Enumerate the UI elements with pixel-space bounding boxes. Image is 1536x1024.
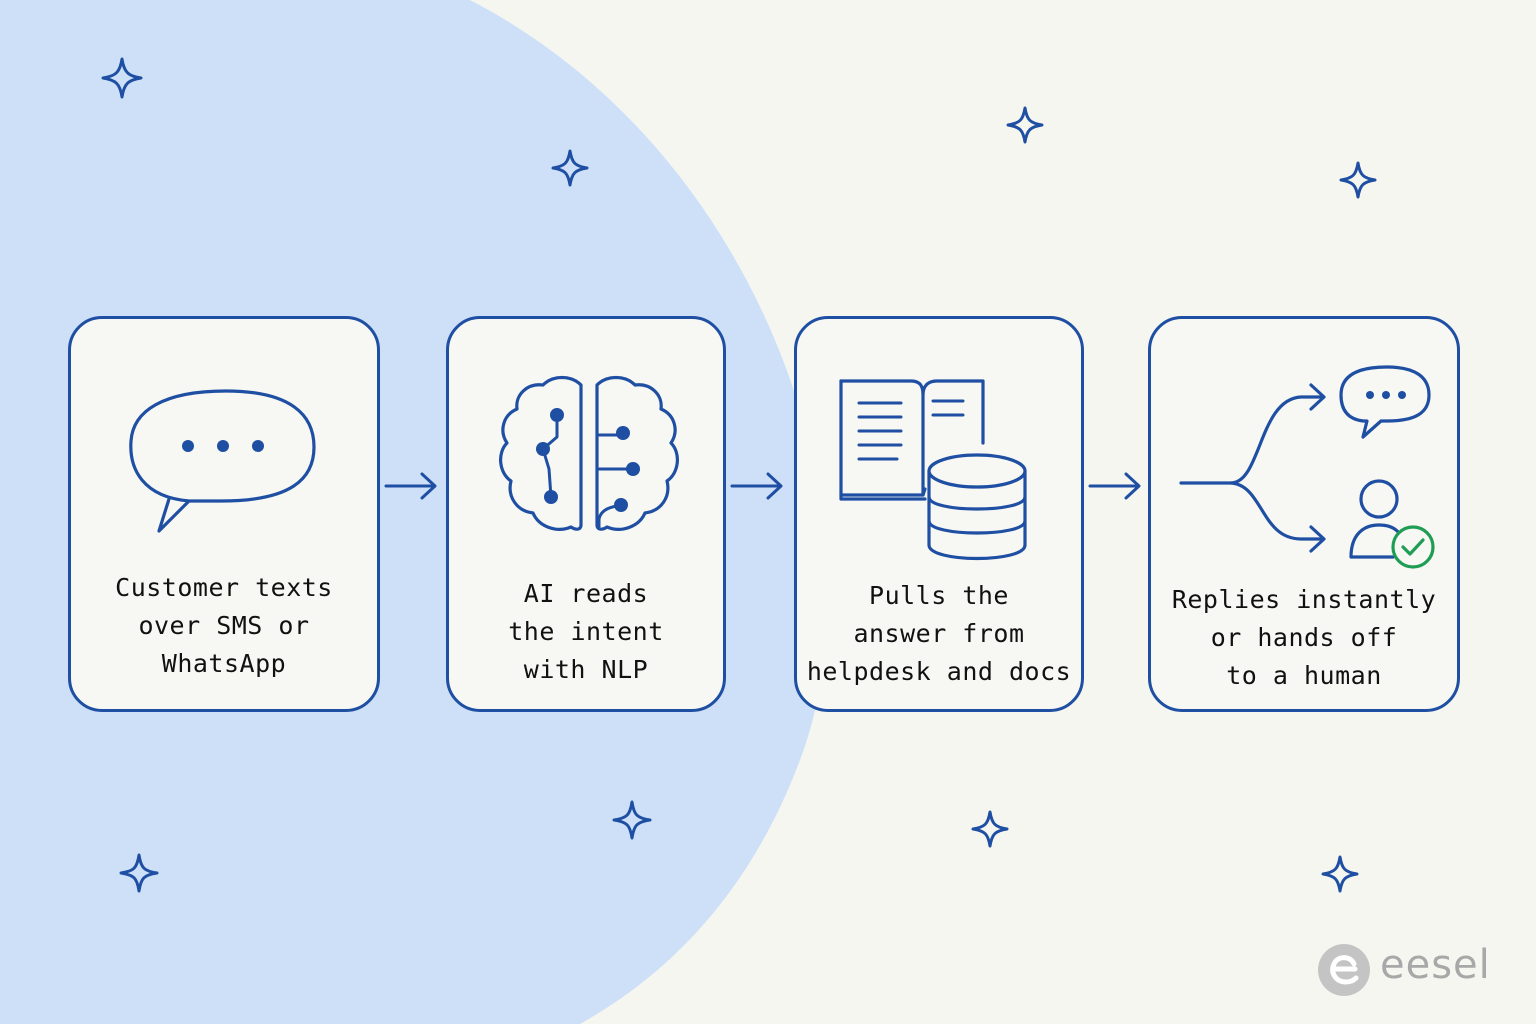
- sparkle-icon: [101, 57, 143, 99]
- book-database-icon: [839, 379, 1027, 561]
- background-blob: [0, 0, 829, 1024]
- step-card-3: Pulls the answer from helpdesk and docs: [794, 316, 1084, 712]
- brain-circuit-icon: [499, 375, 679, 531]
- step-label: Replies instantly or hands off to a huma…: [1171, 585, 1437, 690]
- brand-name: eesel: [1380, 942, 1491, 988]
- brand-logo: eesel: [1316, 940, 1516, 1000]
- branch-reply-handoff-icon: [1179, 365, 1435, 569]
- step-label: Customer texts over SMS or WhatsApp: [115, 573, 333, 678]
- sparkle-icon: [1006, 106, 1044, 144]
- step-card-4: Replies instantly or hands off to a huma…: [1148, 316, 1460, 712]
- eesel-logo-icon: [1318, 944, 1370, 996]
- step-card-1: Customer texts over SMS or WhatsApp: [68, 316, 380, 712]
- step-label: AI reads the intent with NLP: [508, 579, 664, 684]
- sparkle-icon: [612, 800, 652, 840]
- chat-bubble-icon: [129, 389, 316, 533]
- flow-arrow-icon: [384, 472, 437, 500]
- sparkle-icon: [1321, 855, 1359, 893]
- sparkle-icon: [551, 149, 589, 187]
- flow-arrow-icon: [730, 472, 783, 500]
- flow-arrow-icon: [1088, 472, 1141, 500]
- step-card-2: AI reads the intent with NLP: [446, 316, 726, 712]
- step-label: Pulls the answer from helpdesk and docs: [806, 581, 1072, 686]
- sparkle-icon: [1339, 161, 1377, 199]
- sparkle-icon: [971, 810, 1009, 848]
- sparkle-icon: [119, 853, 159, 893]
